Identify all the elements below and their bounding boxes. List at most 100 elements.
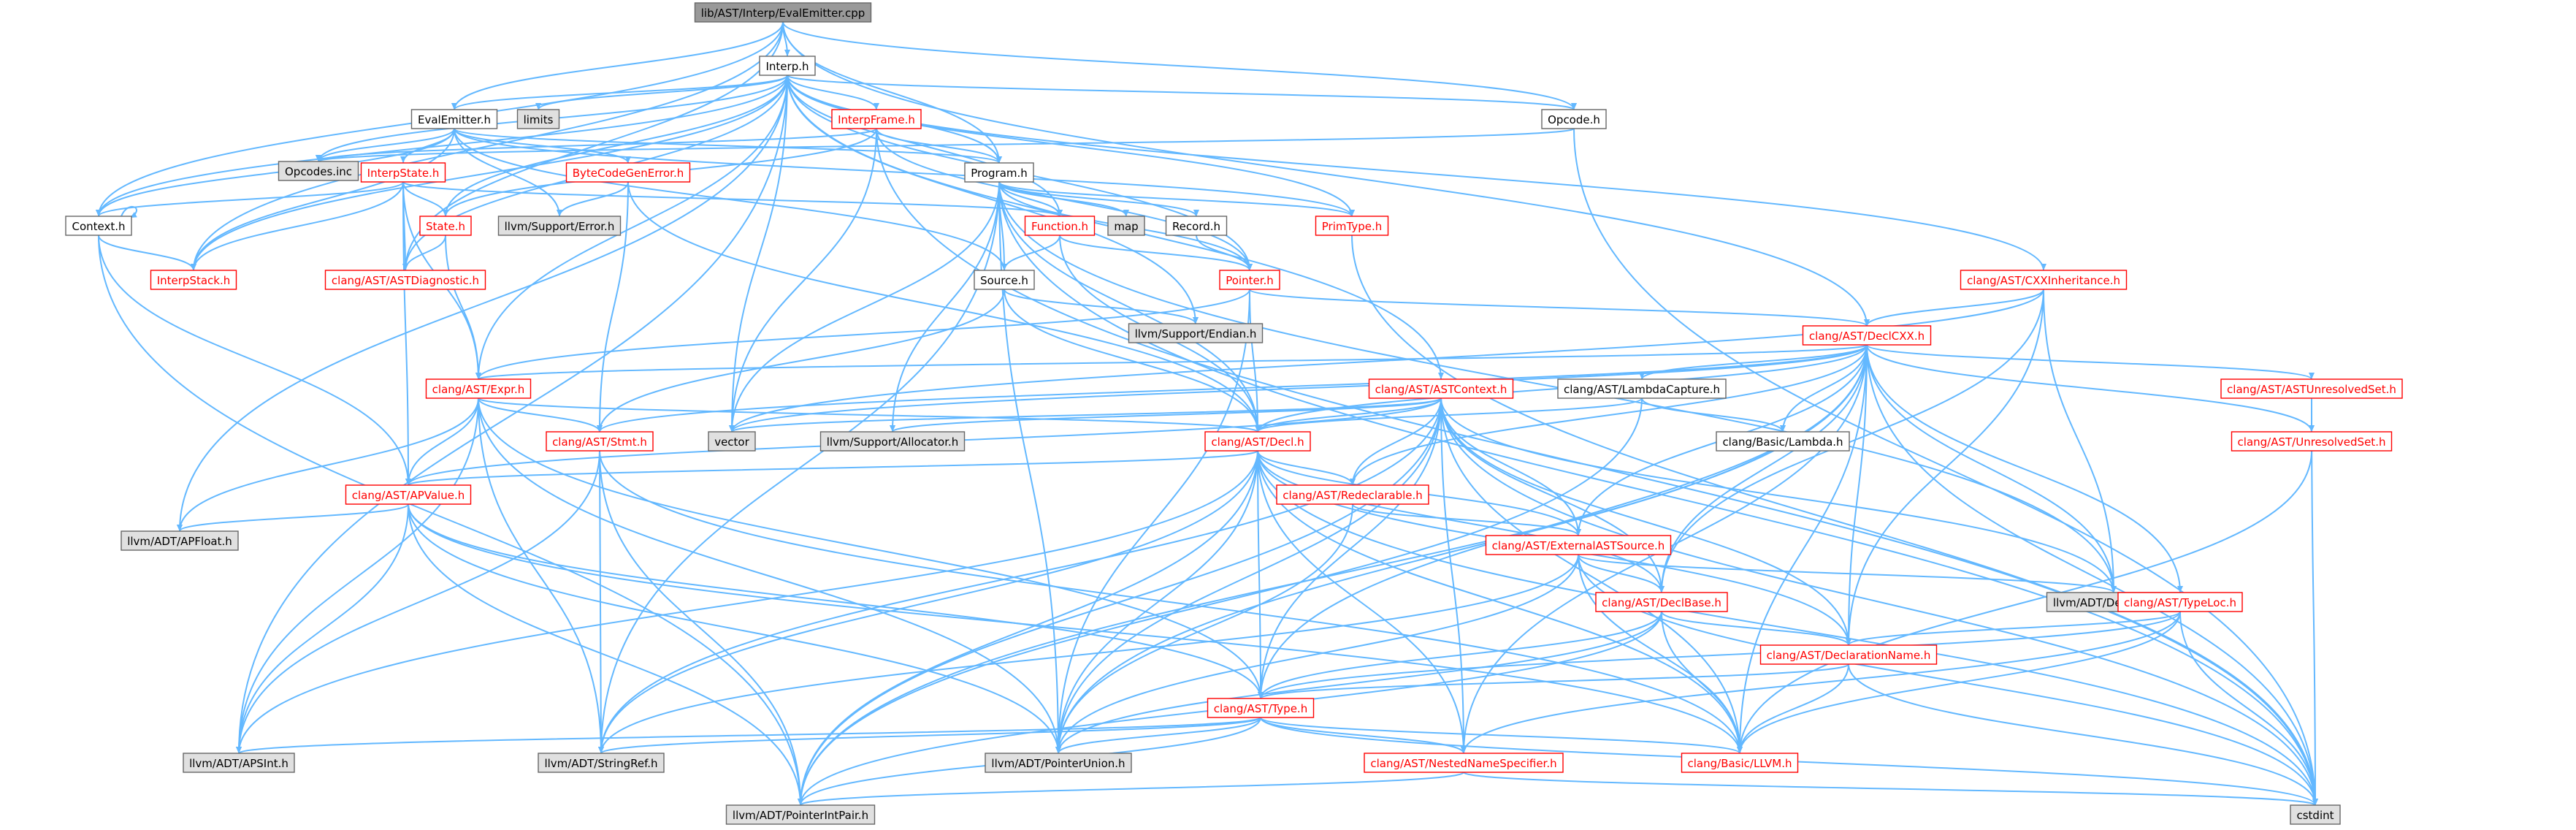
node-unresolvedset[interactable]: clang/AST/UnresolvedSet.h bbox=[2231, 431, 2393, 452]
node-evalemitter[interactable]: EvalEmitter.h bbox=[410, 109, 498, 129]
node-label: clang/AST/Decl.h bbox=[1211, 435, 1304, 449]
edge-declbase-to-type bbox=[1258, 611, 1662, 699]
edge-source-to-endian bbox=[1004, 289, 1199, 324]
node-astcontext[interactable]: clang/AST/ASTContext.h bbox=[1368, 378, 1514, 399]
node-root[interactable]: lib/AST/Interp/EvalEmitter.cpp bbox=[694, 2, 872, 23]
node-interp[interactable]: Interp.h bbox=[759, 56, 816, 76]
node-basicllvm[interactable]: clang/Basic/LLVM.h bbox=[1681, 753, 1799, 773]
node-redeclarable[interactable]: clang/AST/Redeclarable.h bbox=[1276, 484, 1429, 505]
node-lambdacapture[interactable]: clang/AST/LambdaCapture.h bbox=[1557, 378, 1727, 399]
node-label: Opcodes.inc bbox=[285, 165, 352, 178]
node-box bbox=[1276, 484, 1429, 505]
edge-program-to-map bbox=[998, 181, 1129, 217]
node-decl[interactable]: clang/AST/Decl.h bbox=[1204, 431, 1311, 452]
edge-root-to-interpstack bbox=[191, 21, 784, 271]
node-declcxx[interactable]: clang/AST/DeclCXX.h bbox=[1802, 325, 1932, 346]
node-apvalue[interactable]: clang/AST/APValue.h bbox=[345, 484, 472, 505]
node-label: Pointer.h bbox=[1226, 274, 1274, 287]
node-label: clang/AST/NestedNameSpecifier.h bbox=[1370, 757, 1556, 770]
edge-type-to-stringref bbox=[598, 717, 1261, 754]
edge-lambdacapture-to-decl bbox=[1255, 397, 1643, 433]
edge-expr-to-decl bbox=[478, 397, 1261, 433]
edge-bytecodegenerror-to-decl bbox=[627, 181, 1261, 433]
edge-unresolvedset-to-basicllvm bbox=[1737, 450, 2312, 754]
edge-decl-to-pointerunion bbox=[1055, 450, 1258, 754]
node-label: clang/AST/DeclCXX.h bbox=[1809, 330, 1925, 343]
node-interpstate[interactable]: InterpState.h bbox=[360, 162, 446, 183]
node-stringref: llvm/ADT/StringRef.h bbox=[538, 753, 665, 773]
node-label: map bbox=[1114, 220, 1138, 233]
node-bytecodegenerror[interactable]: ByteCodeGenError.h bbox=[565, 162, 691, 183]
edge-astcontext-to-densemap bbox=[1440, 397, 2117, 593]
edge-program-to-record bbox=[998, 181, 1199, 217]
edge-interpframe-to-vector bbox=[729, 128, 877, 433]
node-label: ByteCodeGenError.h bbox=[573, 167, 684, 180]
node-box bbox=[278, 161, 359, 181]
node-interpstack[interactable]: InterpStack.h bbox=[150, 270, 237, 290]
edge-declbase-to-pointerunion bbox=[1055, 611, 1662, 754]
edge-redeclarable-to-externalastsource bbox=[1352, 503, 1581, 536]
node-primtype[interactable]: PrimType.h bbox=[1315, 216, 1389, 236]
node-box bbox=[121, 530, 239, 551]
edge-astcontext-to-externalastsource bbox=[1440, 397, 1581, 536]
edge-primtype-to-cstdint bbox=[1351, 235, 2318, 806]
node-box bbox=[1541, 109, 1607, 129]
edge-lambdacapture-to-pointerintpair bbox=[798, 397, 1643, 806]
edge-context-to-interpstack bbox=[98, 235, 196, 271]
node-label: InterpState.h bbox=[367, 167, 440, 180]
node-allocator: llvm/Support/Allocator.h bbox=[819, 431, 966, 452]
node-box bbox=[1219, 270, 1280, 290]
node-expr[interactable]: clang/AST/Expr.h bbox=[425, 378, 532, 399]
edge-interp-to-evalemitter bbox=[451, 75, 788, 110]
edge-typeloc-to-basicllvm bbox=[1737, 611, 2181, 754]
node-box bbox=[2290, 804, 2341, 825]
node-record[interactable]: Record.h bbox=[1165, 216, 1228, 236]
node-basiclambda[interactable]: clang/Basic/Lambda.h bbox=[1716, 431, 1850, 452]
edge-interp-to-apfloat bbox=[177, 75, 788, 532]
edge-interpstate-to-function bbox=[402, 181, 1063, 217]
node-cxxinheritance[interactable]: clang/AST/CXXInheritance.h bbox=[1960, 270, 2128, 290]
node-astunresolvedset[interactable]: clang/AST/ASTUnresolvedSet.h bbox=[2220, 378, 2403, 399]
node-label: clang/AST/CXXInheritance.h bbox=[1967, 274, 2120, 287]
node-type[interactable]: clang/AST/Type.h bbox=[1207, 698, 1315, 718]
node-box bbox=[419, 216, 472, 236]
node-nestednamespecifier[interactable]: clang/AST/NestedNameSpecifier.h bbox=[1364, 753, 1564, 773]
node-function[interactable]: Function.h bbox=[1024, 216, 1096, 236]
edge-context-to-context bbox=[121, 206, 137, 218]
node-astdiagnostic[interactable]: clang/AST/ASTDiagnostic.h bbox=[324, 270, 486, 290]
node-label: clang/AST/TypeLoc.h bbox=[2124, 596, 2236, 609]
edge-decl-to-declbase bbox=[1257, 450, 1665, 593]
node-declbase[interactable]: clang/AST/DeclBase.h bbox=[1595, 592, 1728, 612]
edge-evalemitter-to-context bbox=[96, 128, 455, 217]
node-externalastsource[interactable]: clang/AST/ExternalASTSource.h bbox=[1485, 535, 1672, 555]
edge-typeloc-to-nestednamespecifier bbox=[1461, 611, 2181, 754]
node-context[interactable]: Context.h bbox=[65, 216, 132, 236]
node-interpframe[interactable]: InterpFrame.h bbox=[831, 109, 922, 129]
node-declarationname[interactable]: clang/AST/DeclarationName.h bbox=[1759, 644, 1938, 665]
edge-astcontext-to-pointerunion bbox=[1055, 397, 1442, 754]
edge-evalemitter-to-opcodesinc bbox=[316, 128, 455, 162]
node-label: clang/AST/ASTUnresolvedSet.h bbox=[2227, 383, 2396, 396]
node-typeloc[interactable]: clang/AST/TypeLoc.h bbox=[2117, 592, 2243, 612]
edge-pointer-to-pointerunion bbox=[1055, 289, 1250, 754]
node-label: clang/AST/ExternalASTSource.h bbox=[1492, 539, 1665, 552]
edge-opcode-to-opcodesinc bbox=[316, 128, 1575, 162]
edge-decl-to-pointerintpair bbox=[798, 450, 1258, 806]
node-opcode[interactable]: Opcode.h bbox=[1541, 109, 1607, 129]
node-program[interactable]: Program.h bbox=[964, 162, 1034, 183]
node-pointer[interactable]: Pointer.h bbox=[1219, 270, 1280, 290]
edge-root-to-opcode bbox=[782, 21, 1577, 110]
node-source[interactable]: Source.h bbox=[974, 270, 1035, 290]
node-box bbox=[1595, 592, 1728, 612]
edge-apvalue-to-apfloat bbox=[177, 503, 409, 532]
node-state[interactable]: State.h bbox=[419, 216, 472, 236]
node-stmt[interactable]: clang/AST/Stmt.h bbox=[546, 431, 654, 452]
dependency-nodes: lib/AST/Interp/EvalEmitter.cppInterp.hEv… bbox=[65, 2, 2403, 825]
edge-evalemitter-to-bytecodegenerror bbox=[454, 128, 631, 164]
edge-decl-to-stringref bbox=[598, 450, 1258, 754]
node-box bbox=[538, 753, 665, 773]
edge-bytecodegenerror-to-stmt bbox=[597, 181, 629, 433]
edge-function-to-source bbox=[1001, 235, 1060, 271]
edge-interp-to-context bbox=[96, 75, 788, 217]
